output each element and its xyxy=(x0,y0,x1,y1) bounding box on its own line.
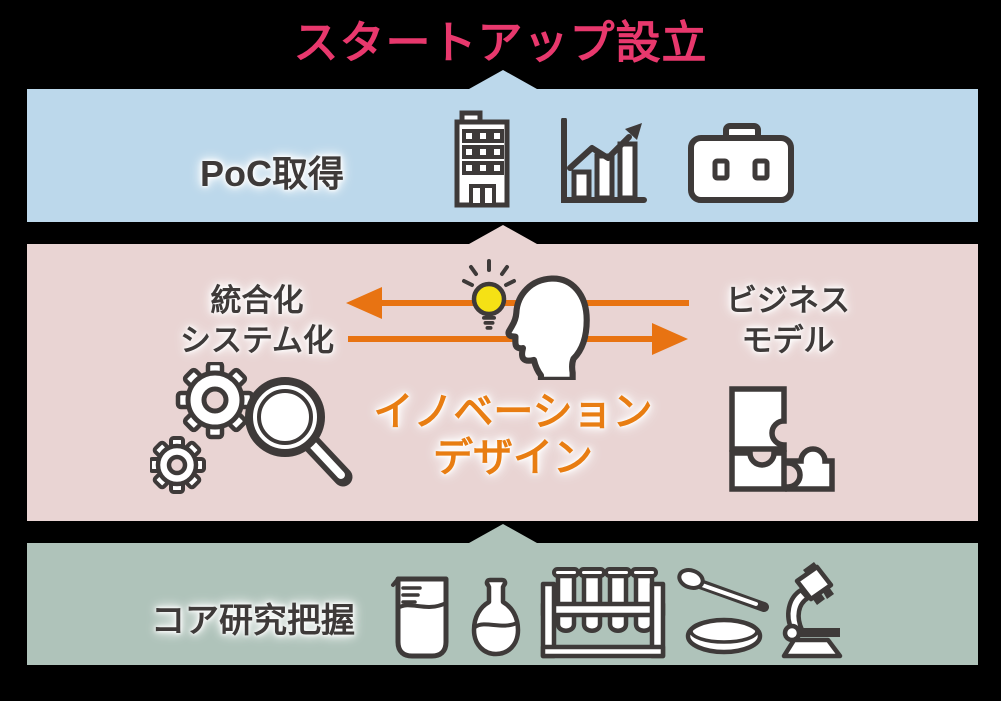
growth-chart-icon xyxy=(561,118,647,203)
beaker-icon xyxy=(391,576,449,659)
integration-label-line1: 統合化 xyxy=(210,283,304,318)
flask-icon xyxy=(471,577,521,657)
head-profile-icon xyxy=(505,275,590,380)
petri-dish-icon xyxy=(685,617,763,655)
gear-icon xyxy=(150,436,206,494)
integration-label: 統合化 システム化 xyxy=(107,281,407,361)
chevron-up-icon xyxy=(469,225,537,244)
business-model-label-line2: モデル xyxy=(741,323,835,358)
building-icon xyxy=(454,110,510,208)
core-research-label: コア研究把握 xyxy=(151,602,355,640)
business-model-label-line1: ビジネス xyxy=(726,283,850,318)
chevron-up-icon xyxy=(469,524,537,543)
business-model-label: ビジネス モデル xyxy=(638,281,938,361)
integration-label-line2: システム化 xyxy=(179,323,335,358)
gear-icon xyxy=(175,362,255,440)
arrow-right-icon xyxy=(652,323,688,355)
arrow-left-icon xyxy=(346,287,382,319)
test-tube-rack-icon xyxy=(540,567,666,659)
puzzle-icon xyxy=(729,386,835,492)
poc-label: PoC取得 xyxy=(199,153,344,194)
chevron-up-icon xyxy=(469,70,537,89)
page-title: スタートアップ設立 xyxy=(293,17,708,68)
innovation-design-label: イノベーション デザイン xyxy=(363,389,663,481)
lightbulb-icon xyxy=(462,259,516,330)
briefcase-icon xyxy=(688,123,794,203)
innovation-design-label-line1: イノベーション xyxy=(373,390,653,434)
microscope-icon xyxy=(781,562,843,659)
pipette-icon xyxy=(677,568,769,612)
pipette-petri-icon xyxy=(677,568,769,655)
gears-magnifier-icon xyxy=(150,362,353,494)
arrow-line xyxy=(348,336,654,342)
magnifier-icon xyxy=(245,377,353,487)
innovation-design-label-line2: デザイン xyxy=(433,436,593,480)
